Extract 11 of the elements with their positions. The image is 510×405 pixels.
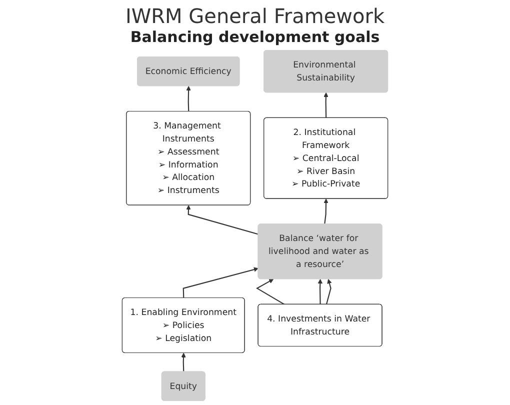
arrow — [186, 205, 258, 235]
arrow — [318, 278, 323, 304]
subtitle: Balancing development goals — [129, 28, 381, 46]
arrow — [326, 278, 332, 305]
arrow — [181, 352, 186, 372]
arrow — [324, 198, 328, 224]
arrow — [182, 267, 259, 298]
arrow — [256, 278, 285, 305]
arrow — [324, 92, 328, 118]
arrow — [186, 86, 191, 112]
diagram-title: IWRM General Framework — [125, 4, 385, 28]
